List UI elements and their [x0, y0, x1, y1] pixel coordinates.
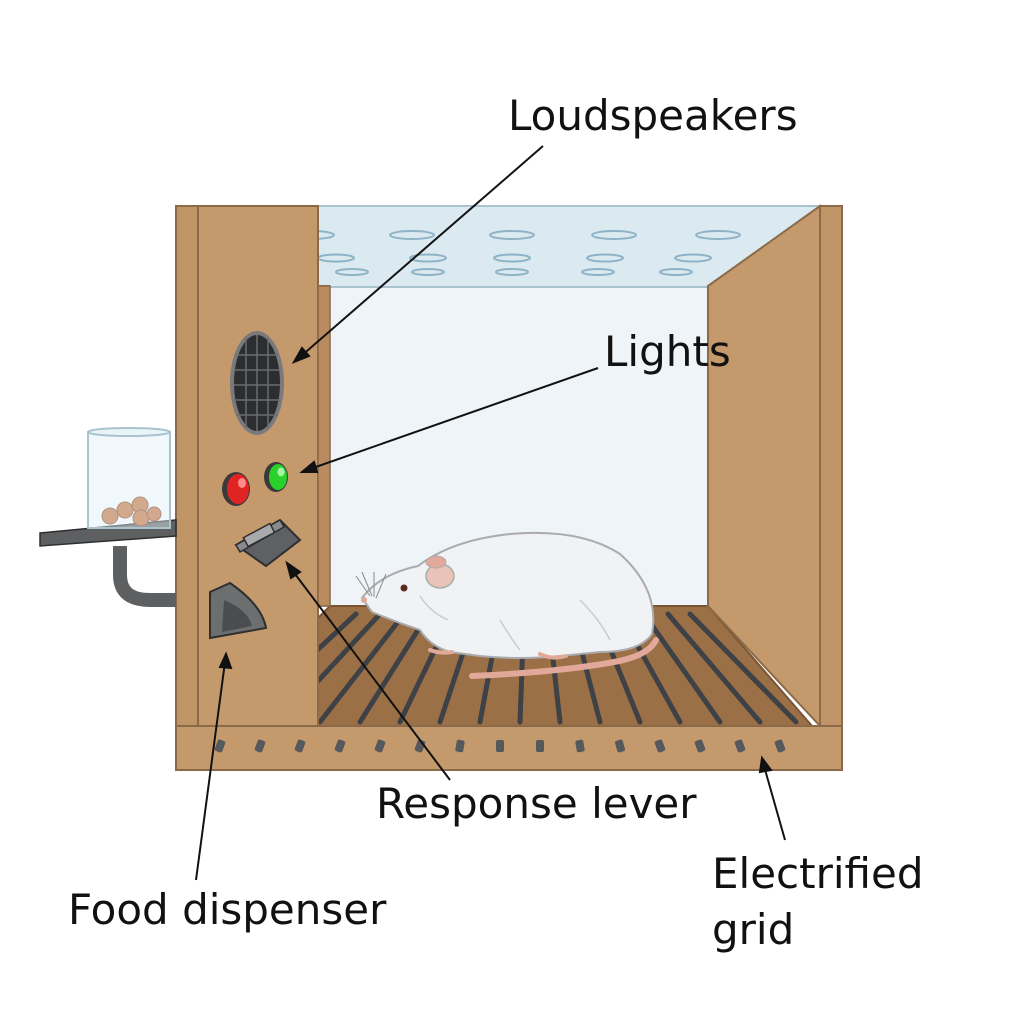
response-lever — [234, 518, 302, 568]
label-food-dispenser: Food dispenser — [68, 885, 387, 934]
red-light — [222, 472, 250, 506]
arrow-response-lever — [291, 569, 451, 781]
pellets — [101, 496, 162, 527]
label-loudspeakers: Loudspeakers — [508, 91, 798, 140]
food-dispenser — [209, 581, 268, 640]
rod-ends — [214, 739, 786, 753]
arrows — [195, 145, 786, 881]
loudspeaker — [230, 331, 284, 435]
label-lights: Lights — [604, 327, 731, 376]
left-wall-trim — [317, 285, 331, 607]
arrow-electrified-grid — [763, 765, 786, 841]
label-electrified-grid-line1: Electrified — [712, 849, 924, 898]
right-wall-edge — [819, 205, 843, 737]
label-electrified-grid-line2: grid — [712, 905, 794, 954]
glass-jar — [87, 427, 171, 529]
left-wall-edge — [175, 205, 199, 737]
label-response-lever: Response lever — [376, 779, 697, 828]
food-supply — [39, 427, 177, 607]
left-wall-panel — [175, 205, 319, 737]
arrow-food-dispenser — [195, 661, 226, 881]
arrow-lights — [309, 367, 599, 470]
rat — [355, 531, 659, 679]
green-light — [264, 462, 288, 492]
arrow-loudspeakers — [299, 145, 544, 358]
base — [175, 725, 843, 771]
